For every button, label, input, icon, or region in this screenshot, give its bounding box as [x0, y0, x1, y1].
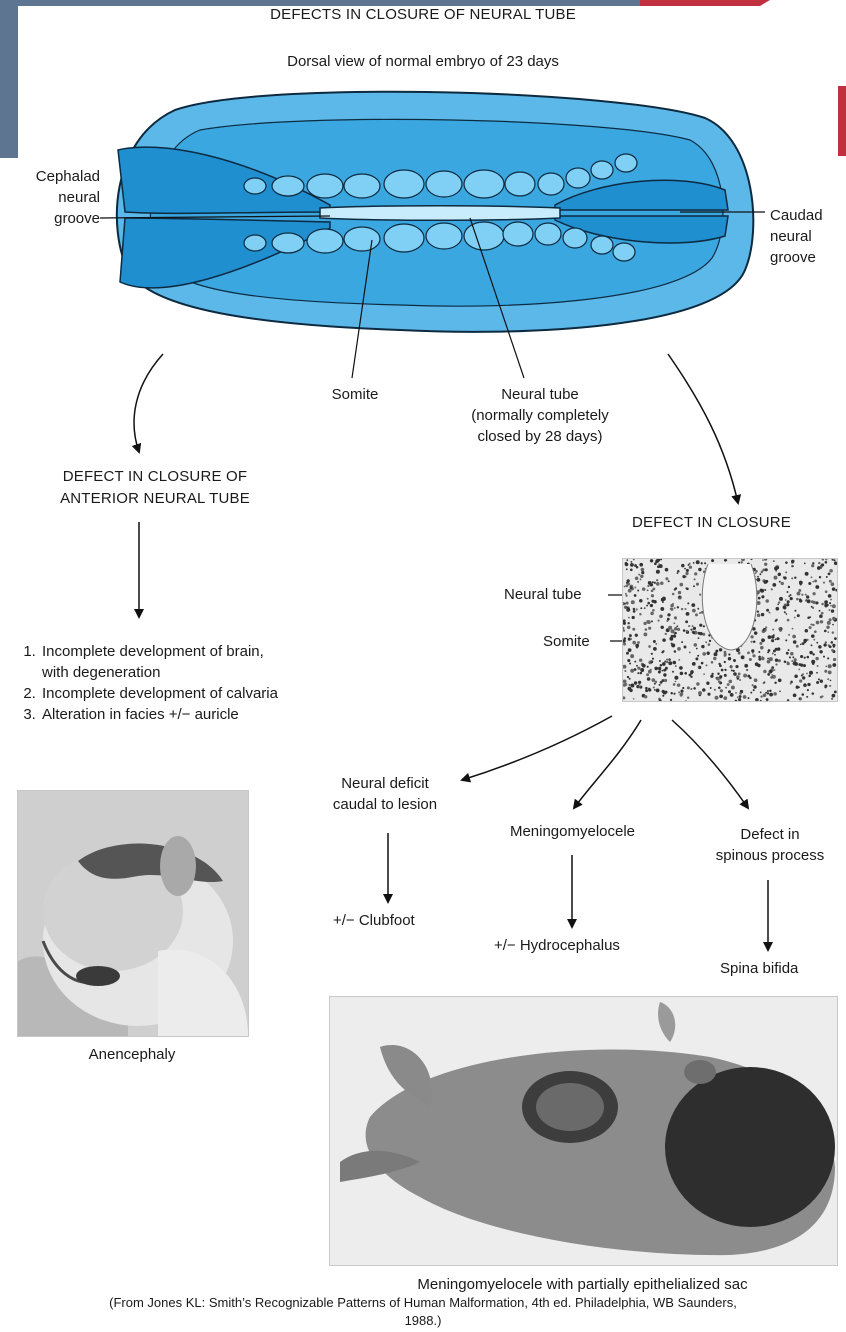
clubfoot-label: +/− Clubfoot	[333, 910, 473, 931]
somite	[613, 243, 635, 261]
somite	[505, 172, 535, 196]
arrow-to-neural-deficit	[462, 716, 612, 780]
arrow-to-meningomyelocele	[574, 720, 641, 808]
somite	[272, 176, 304, 196]
diagram-subtitle: Dorsal view of normal embryo of 23 days	[0, 51, 846, 72]
closure-defect-heading: DEFECT IN CLOSURE	[632, 514, 842, 531]
anterior-effects-list: Incomplete development of brain, with de…	[18, 641, 288, 725]
somite	[538, 173, 564, 195]
somite	[344, 227, 380, 251]
arrow-to-closure-defect	[668, 354, 738, 503]
effect-item: Incomplete development of calvaria	[40, 683, 288, 704]
cephalad-label: Cephalad neural groove	[20, 166, 100, 229]
meningomyelocele-infant-image	[330, 997, 837, 1265]
meningomyelocele-photo	[329, 996, 838, 1266]
hydrocephalus-label: +/− Hydrocephalus	[494, 935, 664, 956]
somite	[503, 222, 533, 246]
somite	[563, 228, 587, 248]
histology-micrograph	[622, 558, 838, 702]
meningomyelocele-label: Meningomyelocele	[490, 821, 655, 842]
somite	[464, 170, 504, 198]
spinous-defect-label: Defect in spinous process	[695, 824, 845, 866]
spina-bifida-label: Spina bifida	[720, 958, 830, 979]
somite	[307, 174, 343, 198]
embryo-illustration	[117, 92, 753, 332]
somite	[615, 154, 637, 172]
caudad-label: Caudad neural groove	[770, 205, 840, 268]
effect-item: Incomplete development of brain, with de…	[40, 641, 288, 683]
anencephaly-infant-image	[18, 791, 248, 1036]
histology-image	[623, 559, 837, 701]
arrow-to-anterior-defect	[134, 354, 163, 452]
somite	[272, 233, 304, 253]
anterior-defect-heading: DEFECT IN CLOSURE OF ANTERIOR NEURAL TUB…	[20, 466, 290, 510]
somite	[244, 235, 266, 251]
neural-deficit-label: Neural deficit caudal to lesion	[310, 773, 460, 815]
neural-tube	[320, 206, 560, 221]
meningomyelocele-caption: Meningomyelocele with partially epitheli…	[329, 1274, 836, 1295]
effect-item: Alteration in facies +/− auricle	[40, 704, 288, 725]
somite	[384, 224, 424, 252]
somite	[426, 223, 462, 249]
anencephaly-photo	[17, 790, 249, 1037]
arrow-to-spinous-defect	[672, 720, 748, 808]
neural-tube-label: Neural tube (normally completely closed …	[440, 384, 640, 447]
micro-somite-label: Somite	[543, 631, 613, 652]
somite	[464, 222, 504, 250]
somite	[535, 223, 561, 245]
diagram-title: DEFECTS IN CLOSURE OF NEURAL TUBE	[0, 6, 846, 23]
somite-label: Somite	[310, 384, 400, 405]
somite	[591, 161, 613, 179]
somite	[344, 174, 380, 198]
anencephaly-caption: Anencephaly	[17, 1044, 247, 1065]
somite	[244, 178, 266, 194]
somite	[426, 171, 462, 197]
somite	[566, 168, 590, 188]
somite	[384, 170, 424, 198]
somite	[591, 236, 613, 254]
somite	[307, 229, 343, 253]
micro-neural-tube-label: Neural tube	[504, 584, 614, 605]
source-citation: (From Jones KL: Smith’s Recognizable Pat…	[0, 1294, 846, 1330]
